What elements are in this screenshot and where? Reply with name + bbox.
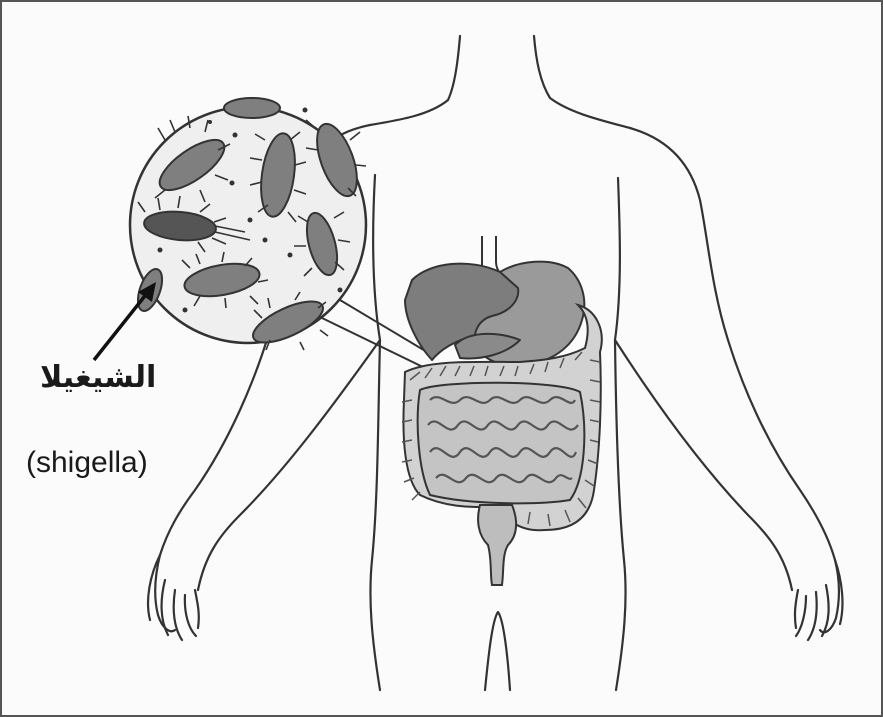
crotch-line [485,612,510,690]
small-intestine [418,383,585,504]
bacterium [224,98,280,118]
english-label: (shigella) [26,446,148,480]
magnifier-circle [130,98,366,351]
right-body-outline [534,36,839,632]
rectum [478,505,516,585]
left-torso-side [370,340,380,690]
right-torso-side [615,340,626,690]
right-inner-arm [615,178,792,590]
pointer-arrow [94,282,156,360]
arabic-label: الشيغيلا [40,360,156,395]
organs [405,236,584,366]
right-hand [795,560,843,640]
